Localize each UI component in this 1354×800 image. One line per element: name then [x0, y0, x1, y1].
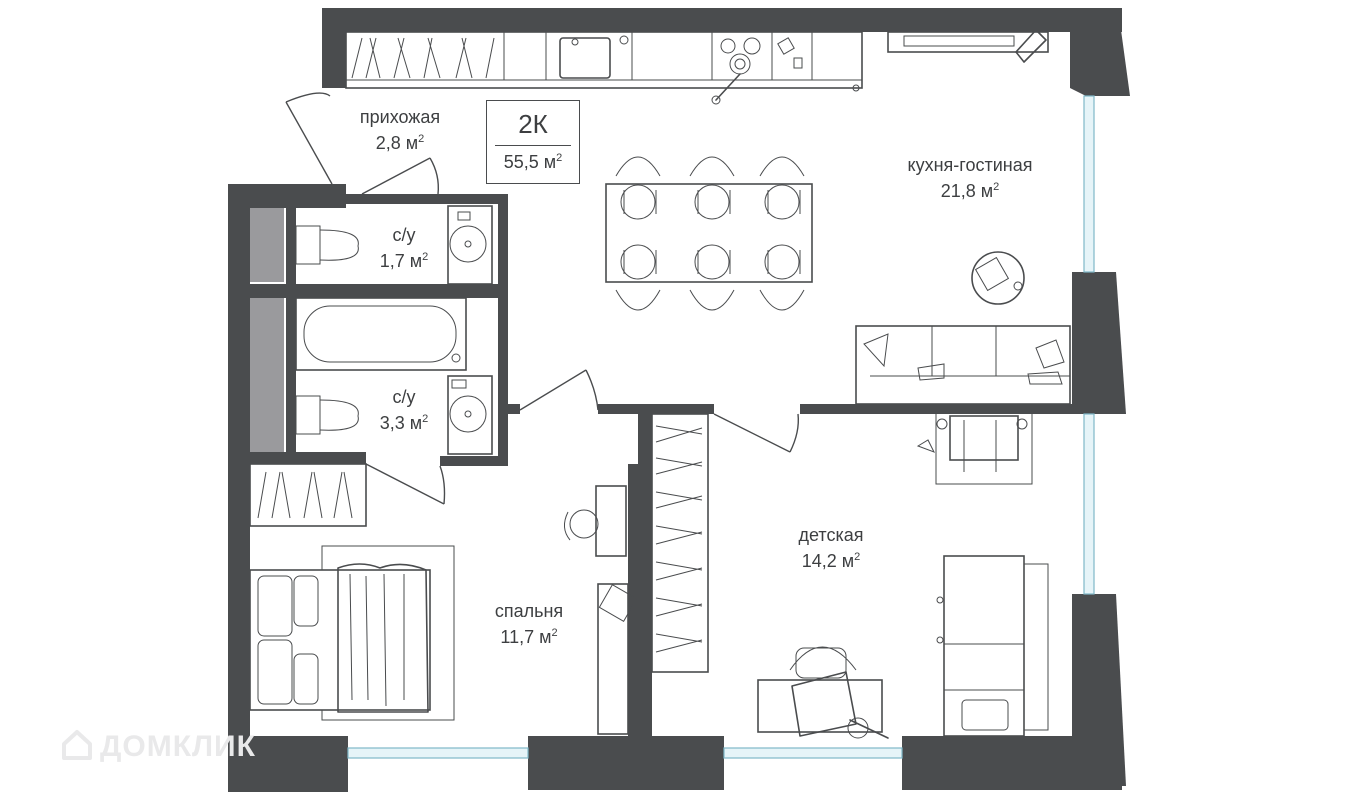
room-area: 14,2 м2 — [801, 551, 861, 571]
windows — [347, 95, 1095, 759]
kitchen-counter — [345, 29, 1049, 105]
room-label-kitchen-living: кухня-гостиная 21,8 м2 — [880, 154, 1060, 202]
room-label-bathroom-small: с/у 1,7 м2 — [364, 224, 444, 272]
room-name: с/у — [392, 225, 416, 245]
room-name: детская — [798, 525, 864, 545]
bedroom-furniture — [249, 463, 638, 735]
house-logo-icon — [62, 730, 92, 760]
badge-divider — [495, 145, 571, 146]
room-label-bedroom: спальня 11,7 м2 — [474, 600, 584, 648]
apartment-badge: 2К 55,5 м2 — [486, 100, 580, 184]
room-name: кухня-гостиная — [907, 155, 1033, 175]
room-area: 21,8 м2 — [940, 181, 1000, 201]
room-area: 1,7 м2 — [379, 251, 429, 271]
room-label-child-room: детская 14,2 м2 — [776, 524, 886, 572]
room-area: 2,8 м2 — [375, 133, 425, 153]
room-name: спальня — [494, 601, 564, 621]
watermark: ДОМКЛИК — [60, 728, 256, 764]
room-name: с/у — [392, 387, 416, 407]
living-furniture — [855, 251, 1071, 405]
child-wardrobe — [651, 413, 709, 673]
child-room-furniture — [757, 411, 1049, 739]
bathroom-2-fixtures — [295, 297, 493, 455]
walls — [228, 8, 1130, 792]
room-area: 3,3 м2 — [379, 413, 429, 433]
dining-table — [605, 156, 813, 311]
room-name: прихожая — [359, 107, 441, 127]
bathroom-1-fixtures — [295, 205, 493, 285]
doors — [285, 92, 800, 505]
room-label-bathroom-large: с/у 3,3 м2 — [364, 386, 444, 434]
apartment-total-area: 55,5 м2 — [503, 152, 563, 172]
room-label-hallway: прихожая 2,8 м2 — [350, 106, 450, 154]
room-area: 11,7 м2 — [500, 627, 558, 647]
apartment-type: 2К — [518, 109, 548, 139]
watermark-text: ДОМКЛИК — [100, 730, 256, 763]
